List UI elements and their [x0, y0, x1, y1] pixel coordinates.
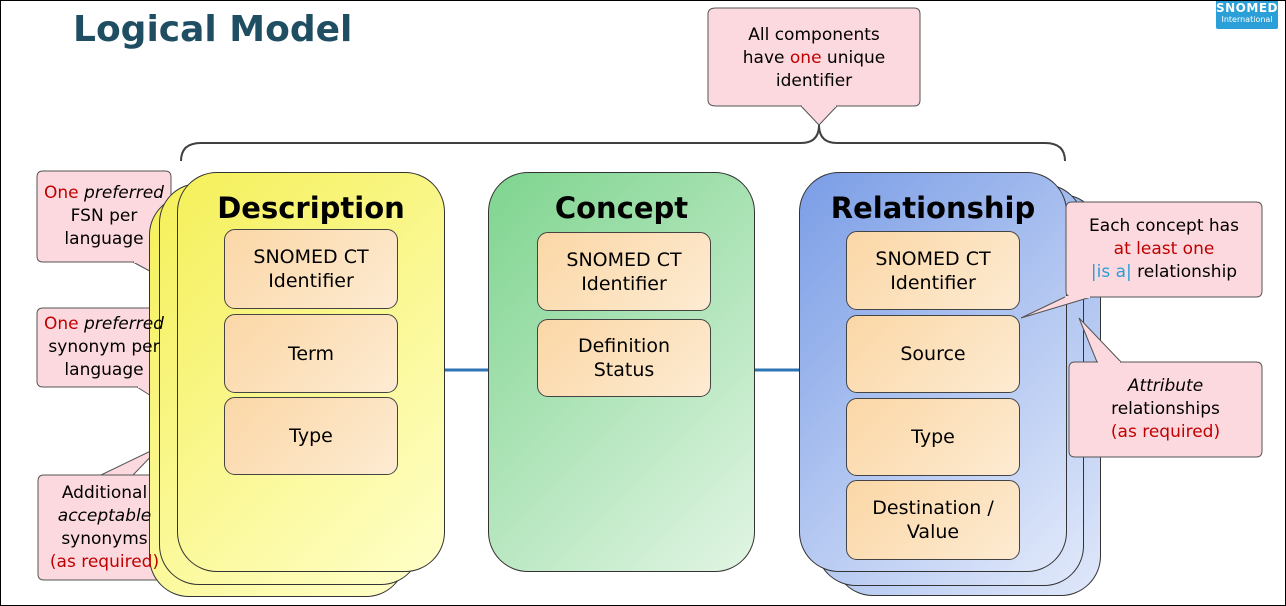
additional-callout-text: Additional acceptable synonyms (as requi… [49, 482, 160, 572]
top-callout-line3: identifier [775, 70, 853, 91]
logo-line1: SNOMED [1216, 1, 1278, 15]
relationship-source-field: Source [846, 315, 1020, 393]
top-callout-line2: have one unique [742, 47, 886, 68]
attribute-callout-bubble [1068, 361, 1263, 458]
description-identifier-field: SNOMED CT Identifier [224, 229, 398, 309]
attribute-callout-pointer [1078, 317, 1122, 363]
isa-callout-pointer [1020, 296, 1092, 319]
top-callout-bubble [707, 7, 921, 107]
isa-callout-bubble [1065, 201, 1263, 298]
fsn-callout-text: One preferred FSN per language [44, 183, 164, 249]
description-type-field: Type [224, 397, 398, 475]
relationship-identifier-field: SNOMED CT Identifier [846, 231, 1020, 310]
attribute-callout-text: Attribute relationships (as required) [1110, 376, 1221, 442]
isa-callout-text: Each concept has at least one |is a| rel… [1089, 216, 1239, 282]
concept-identifier-field: SNOMED CT Identifier [537, 232, 711, 311]
top-callout-pointer [800, 105, 838, 126]
concept-title: Concept [554, 191, 689, 225]
top-callout-line1: All components [748, 24, 880, 45]
snomed-logo: SNOMED International [1216, 1, 1278, 29]
relationship-destination-field: Destination / Value [846, 480, 1020, 560]
synonym-callout-text: One preferred synonym per language [44, 314, 164, 380]
logo-line2: International [1221, 15, 1273, 24]
relationship-title: Relationship [830, 191, 1036, 225]
slide-title: Logical Model [73, 9, 353, 50]
concept-definition-status-field: Definition Status [537, 319, 711, 397]
description-title: Description [217, 191, 405, 225]
description-term-field: Term [224, 314, 398, 393]
relationship-type-field: Type [846, 398, 1020, 476]
top-callout-text: All components have one unique identifie… [708, 13, 920, 103]
